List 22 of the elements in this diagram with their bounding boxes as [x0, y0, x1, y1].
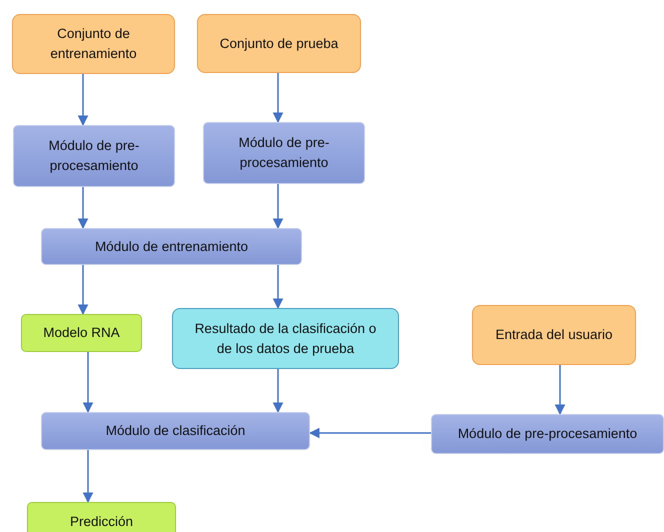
- input-box: Conjunto de entrenamiento: [12, 14, 175, 74]
- arrow: [272, 369, 284, 414]
- arrow: [82, 450, 94, 504]
- process-box: Módulo de clasificación: [41, 412, 310, 450]
- arrow: [78, 265, 88, 316]
- arrow: [78, 187, 88, 230]
- arrow: [82, 352, 94, 414]
- output-box: Modelo RNA: [21, 314, 142, 352]
- process-box: Módulo de pre-procesamiento: [431, 414, 664, 454]
- arrow: [272, 184, 284, 230]
- input-box: Entrada del usuario: [472, 305, 636, 365]
- output-box: Predicción: [27, 502, 176, 532]
- result-box: Resultado de la clasificación o de los datos de prueba: [172, 308, 399, 369]
- process-box: Módulo de entrenamiento: [41, 228, 302, 265]
- arrow: [554, 365, 566, 416]
- input-box: Conjunto de prueba: [197, 14, 361, 73]
- process-box: Módulo de pre-procesamiento: [13, 125, 175, 187]
- arrow: [272, 73, 284, 124]
- arrow: [78, 74, 88, 126]
- arrow: [308, 428, 431, 438]
- arrow: [272, 265, 284, 310]
- process-box: Módulo de pre-procesamiento: [203, 122, 365, 184]
